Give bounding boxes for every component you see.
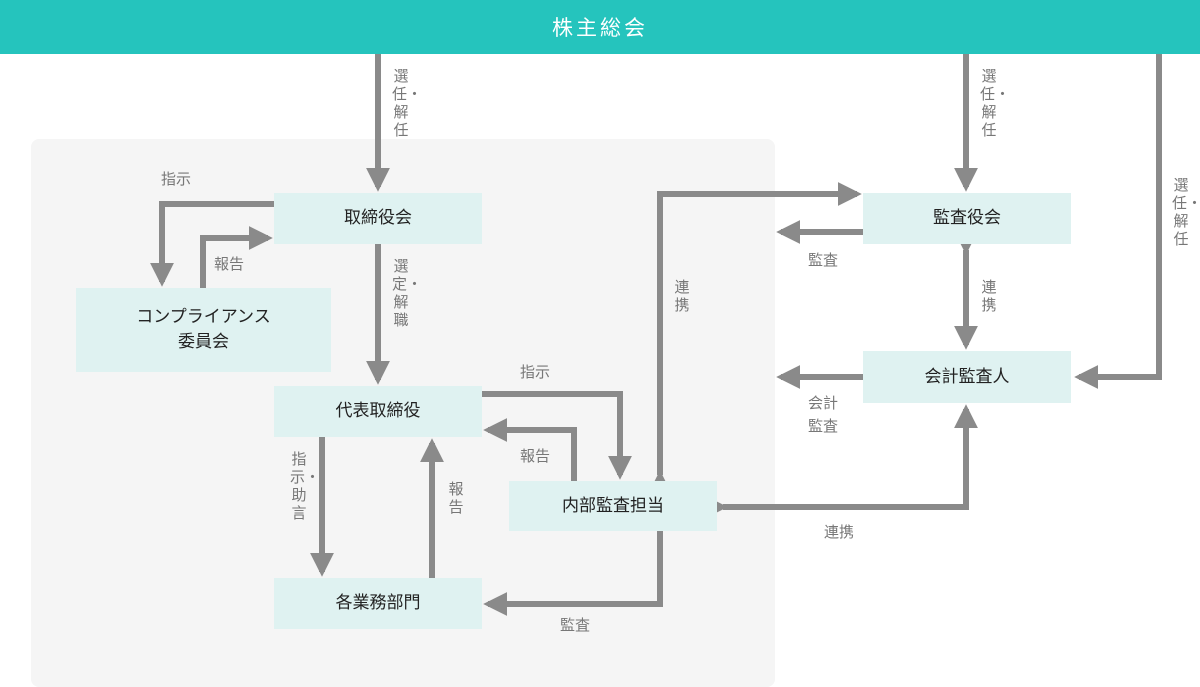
arrow-internal-audit-to-departments: [483, 531, 663, 616]
label-rep-internal-instruct: 指示: [520, 363, 551, 381]
arrow-compliance-to-board: [200, 226, 273, 288]
label-internal-dept-audit: 監査: [560, 616, 591, 634]
label-auditors-accounting-coop: 連携: [981, 278, 997, 314]
label-compliance-board-report: 報告: [214, 255, 245, 273]
accounting-auditor-label: 会計監査人: [924, 366, 1010, 387]
business-departments-node: 各業務部門: [274, 578, 482, 629]
arrow-internal-audit-to-representative: [483, 418, 577, 481]
representative-director-label: 代表取締役: [335, 401, 421, 421]
board-of-directors-label: 取締役会: [344, 208, 412, 228]
arrow-internal-accounting-coop: [703, 404, 978, 519]
arrow-gm-to-accounting-auditor: [1074, 54, 1162, 389]
label-gm-accounting: 選任・解任: [1172, 176, 1200, 248]
label-auditors-audit: 監査: [808, 251, 839, 269]
accounting-auditor-node: 会計監査人: [863, 351, 1071, 403]
business-departments-label: 各業務部門: [335, 593, 421, 613]
label-internal-accounting-coop: 連携: [824, 523, 855, 541]
label-dept-rep-report: 報告: [448, 480, 464, 516]
label-gm-auditors: 選任・解任: [980, 67, 1011, 139]
arrow-representative-to-internal-audit: [482, 391, 632, 480]
label-internal-auditors-coop: 連携: [674, 278, 690, 314]
audit-board-node: 監査役会: [863, 193, 1071, 244]
general-meeting-title: 株主総会: [552, 16, 648, 40]
compliance-committee-label: コンプライアンス 委員会: [136, 307, 271, 352]
label-accounting-audit-2: 監査: [808, 417, 839, 435]
internal-audit-node: 内部監査担当: [509, 481, 717, 531]
label-internal-rep-report: 報告: [520, 447, 551, 465]
audit-board-label: 監査役会: [933, 208, 1001, 228]
representative-director-node: 代表取締役: [274, 386, 482, 437]
board-of-directors-node: 取締役会: [274, 193, 482, 244]
label-rep-dept-instruct: 指示・助言: [290, 450, 321, 522]
internal-audit-label: 内部監査担当: [562, 495, 664, 516]
general-meeting-banner: 株主総会: [0, 0, 1200, 54]
label-gm-board: 選任・解任: [392, 67, 423, 139]
label-board-representative: 選定・解職: [392, 257, 423, 329]
arrow-internal-audit-auditors-coop: [648, 182, 862, 495]
arrow-board-to-compliance: [150, 201, 274, 287]
label-accounting-audit-1: 会計: [808, 394, 839, 412]
label-board-compliance-instruct: 指示: [161, 170, 192, 188]
compliance-committee-node: コンプライアンス 委員会: [76, 288, 331, 372]
